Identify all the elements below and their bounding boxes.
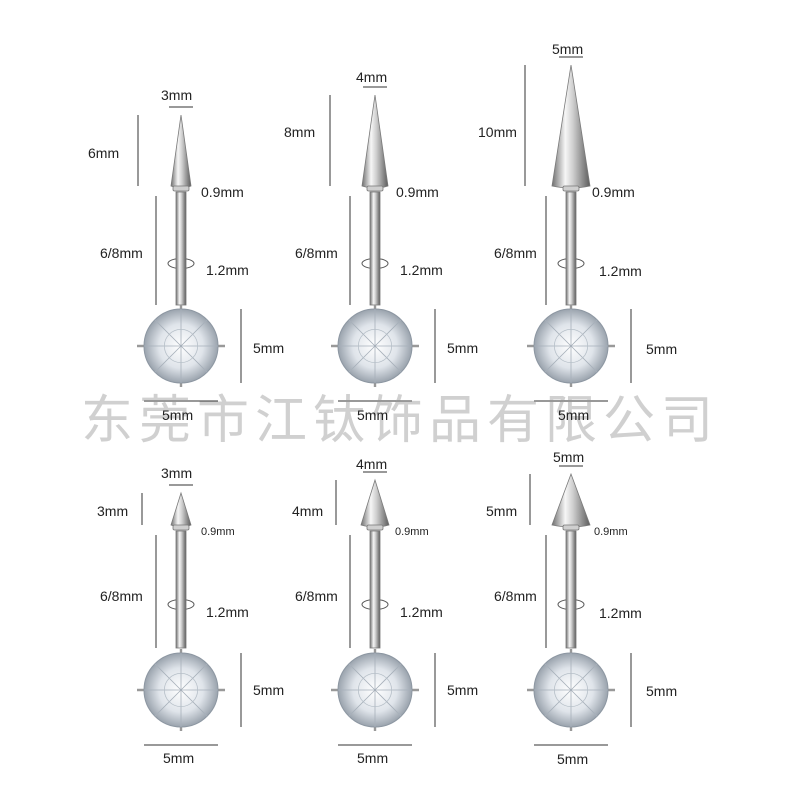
gem-facets [338, 309, 412, 383]
ring-size-label: 0.9mm [594, 526, 628, 538]
spike-base-ring [366, 185, 384, 192]
barbell-shaft [565, 530, 577, 649]
spike-base-ring [366, 524, 384, 531]
ring-size-label: 0.9mm [592, 184, 635, 200]
gem-table [357, 672, 393, 708]
spike-base-ring [172, 185, 190, 192]
spike-cone [361, 94, 389, 189]
earring-1 [137, 106, 242, 402]
earring-6 [527, 465, 632, 746]
bar-gauge-label: 1.2mm [400, 604, 443, 620]
spike-cone [170, 114, 192, 189]
bar-length-label: 6/8mm [494, 588, 537, 604]
spike-base-ring [562, 524, 580, 531]
ring-size-label: 0.9mm [396, 184, 439, 200]
gem-facets [144, 309, 218, 383]
bar-length-label: 6/8mm [494, 245, 537, 261]
spike-height-label: 3mm [97, 503, 129, 519]
gem-height-label: 5mm [646, 683, 678, 699]
gem-table [553, 672, 589, 708]
gem-width-label: 5mm [357, 750, 389, 766]
earring-5 [331, 471, 436, 746]
barbell-shaft [175, 530, 187, 649]
barbell-shaft [565, 191, 577, 306]
gem-width-label: 5mm [557, 751, 589, 767]
spike-width-label: 3mm [161, 465, 193, 481]
watermark-text: 东莞市江钛饰品有限公司 [80, 391, 719, 451]
spike-height-label: 4mm [292, 503, 324, 519]
gem-width-label: 5mm [162, 407, 194, 423]
spike-width-label: 4mm [356, 456, 388, 472]
gem-table [553, 328, 589, 364]
spike-height-label: 5mm [486, 503, 518, 519]
spike-width-label: 4mm [356, 69, 388, 85]
barbell-shaft [369, 191, 381, 306]
bar-length-label: 6/8mm [100, 245, 143, 261]
gem-facets [534, 309, 608, 383]
gem-table [163, 328, 199, 364]
spike-height-label: 10mm [478, 124, 517, 140]
gem-width-label: 5mm [357, 407, 389, 423]
ring-size-label: 0.9mm [395, 526, 429, 538]
gem-height-label: 5mm [646, 341, 678, 357]
spike-cone [360, 478, 390, 528]
ring-size-label: 0.9mm [201, 184, 244, 200]
gem-table [163, 672, 199, 708]
spike-cone [551, 64, 591, 189]
bar-gauge-label: 1.2mm [206, 604, 249, 620]
bar-gauge-label: 1.2mm [400, 262, 443, 278]
gem-facets [338, 653, 412, 727]
spike-height-label: 8mm [284, 124, 316, 140]
bar-length-label: 6/8mm [295, 245, 338, 261]
earring-4 [137, 484, 242, 746]
earring-2 [329, 86, 436, 402]
gem-table [357, 328, 393, 364]
bar-gauge-label: 1.2mm [206, 262, 249, 278]
gem-width-label: 5mm [163, 750, 195, 766]
spike-width-label: 5mm [552, 41, 584, 57]
spike-base-ring [562, 185, 580, 192]
barbell-shaft [369, 530, 381, 649]
spike-cone [170, 491, 192, 528]
earring-3 [524, 56, 632, 402]
gem-height-label: 5mm [253, 340, 285, 356]
bar-length-label: 6/8mm [100, 588, 143, 604]
spike-height-label: 6mm [88, 145, 120, 161]
bar-gauge-label: 1.2mm [599, 263, 642, 279]
spike-width-label: 3mm [161, 87, 193, 103]
spike-base-ring [172, 524, 190, 531]
gem-facets [144, 653, 218, 727]
gem-height-label: 5mm [447, 682, 479, 698]
barbell-shaft [175, 191, 187, 306]
gem-height-label: 5mm [253, 682, 285, 698]
spike-cone [551, 472, 591, 528]
gem-height-label: 5mm [447, 340, 479, 356]
bar-gauge-label: 1.2mm [599, 605, 642, 621]
spike-width-label: 5mm [553, 449, 585, 465]
bar-length-label: 6/8mm [295, 588, 338, 604]
gem-width-label: 5mm [558, 407, 590, 423]
ring-size-label: 0.9mm [201, 526, 235, 538]
gem-facets [534, 653, 608, 727]
